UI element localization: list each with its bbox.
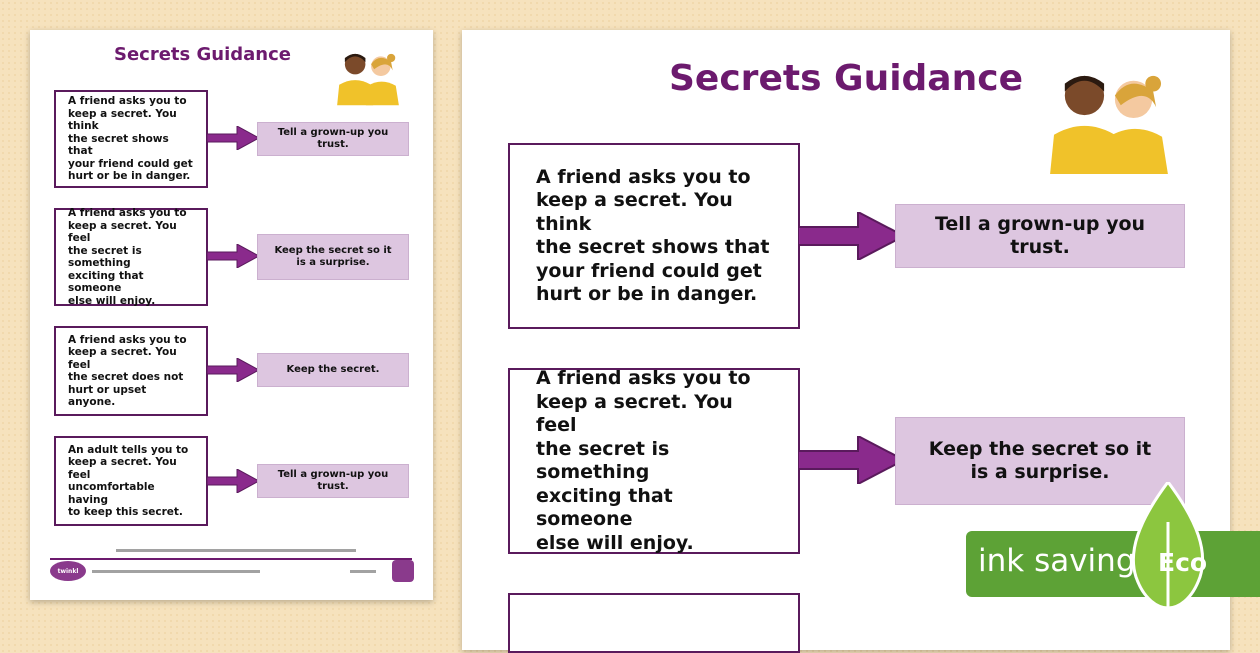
eco-label: Eco [1158,548,1208,577]
answer-line: is a surprise. [970,461,1110,483]
scenario-box-1: A friend asks you to keep a secret. You … [54,90,208,188]
answer-line: Tell a grown-up you trust. [934,213,1146,258]
scenario-line: keep a secret. You think [536,189,733,235]
scenario-line: keep a secret. You feel [68,456,177,481]
ink-saving-banner [966,531,1260,597]
twinkl-logo-icon: twinkl [50,561,86,581]
answer-line: Tell a grown-up you trust. [277,127,389,150]
scenario-line: the secret does not [68,371,184,383]
answer-box-2: Keep the secret so it is a surprise. [895,417,1185,505]
arrow-right-icon [207,469,259,493]
arrow-right-icon [798,436,904,484]
scenario-line: your friend could get [68,157,193,170]
scenario-box-1: A friend asks you to keep a secret. You … [508,143,800,329]
scenario-line: A friend asks you to [68,333,187,346]
answer-line: Keep the secret so it [274,245,392,256]
ink-saving-label: ink saving [978,543,1136,579]
scenario-line: keep a secret. You think [68,107,177,133]
scenario-line: hurt or be in danger. [68,170,191,183]
scenario-line: A friend asks you to [536,367,751,389]
scenario-line: else will enjoy. [68,294,156,307]
scenario-line: An adult tells you to [68,443,189,456]
answer-box-1: Tell a grown-up you trust. [895,204,1185,268]
children-whispering-illustration [337,53,399,106]
scenario-line: A friend asks you to [68,207,187,219]
page-title: Secrets Guidance [669,58,1023,99]
scenario-line: the secret is something [536,437,670,484]
scenario-line: hurt or be in danger. [536,283,758,305]
footer-divider [50,558,412,560]
footer-note [116,549,356,552]
answer-box-3: Keep the secret. [257,353,409,387]
arrow-right-icon [207,244,259,268]
scenario-line: else will enjoy. [536,531,694,554]
left-page-preview: Secrets Guidance A friend asks you to ke… [30,30,433,600]
leaf-icon [1131,482,1205,622]
scenario-line: to keep this secret. [68,506,183,518]
scenario-line: keep a secret. You feel [536,390,733,437]
answer-line: Tell a grown-up you trust. [277,469,389,492]
scenario-line: A friend asks you to [68,95,187,108]
arrow-right-icon [207,358,259,382]
answer-line: Keep the secret. [286,364,380,375]
scenario-box-2: A friend asks you to keep a secret. You … [508,367,800,554]
answer-line: is a surprise. [296,257,370,268]
scenario-line: your friend could get [536,259,762,282]
scenario-line: keep a secret. You feel [68,219,177,245]
page-title: Secrets Guidance [114,44,291,65]
scenario-line: uncomfortable having [68,481,155,506]
scenario-box-3 [508,593,800,653]
scenario-box-3: A friend asks you to keep a secret. You … [54,326,208,416]
scenario-line: hurt or upset anyone. [68,383,147,409]
arrow-right-icon [207,126,259,150]
badge-logo-icon [392,560,414,582]
answer-line: Keep the secret so it [928,438,1152,460]
footer-website [350,570,376,573]
answer-box-4: Tell a grown-up you trust. [257,464,409,498]
footer-course-info [92,570,260,573]
scenario-line: the secret shows that [536,236,770,258]
arrow-right-icon [798,212,904,260]
scenario-line: the secret is something [68,244,142,270]
answer-box-2: Keep the secret so it is a surprise. [257,234,409,280]
scenario-line: the secret shows that [68,132,169,158]
answer-box-1: Tell a grown-up you trust. [257,122,409,156]
children-whispering-illustration [1050,75,1168,174]
scenario-line: A friend asks you to [536,165,751,188]
scenario-line: keep a secret. You feel [68,346,177,371]
scenario-box-2: A friend asks you to keep a secret. You … [54,207,208,307]
scenario-line: exciting that someone [68,269,144,295]
scenario-line: exciting that someone [536,484,673,531]
scenario-box-4: An adult tells you to keep a secret. You… [54,436,208,526]
